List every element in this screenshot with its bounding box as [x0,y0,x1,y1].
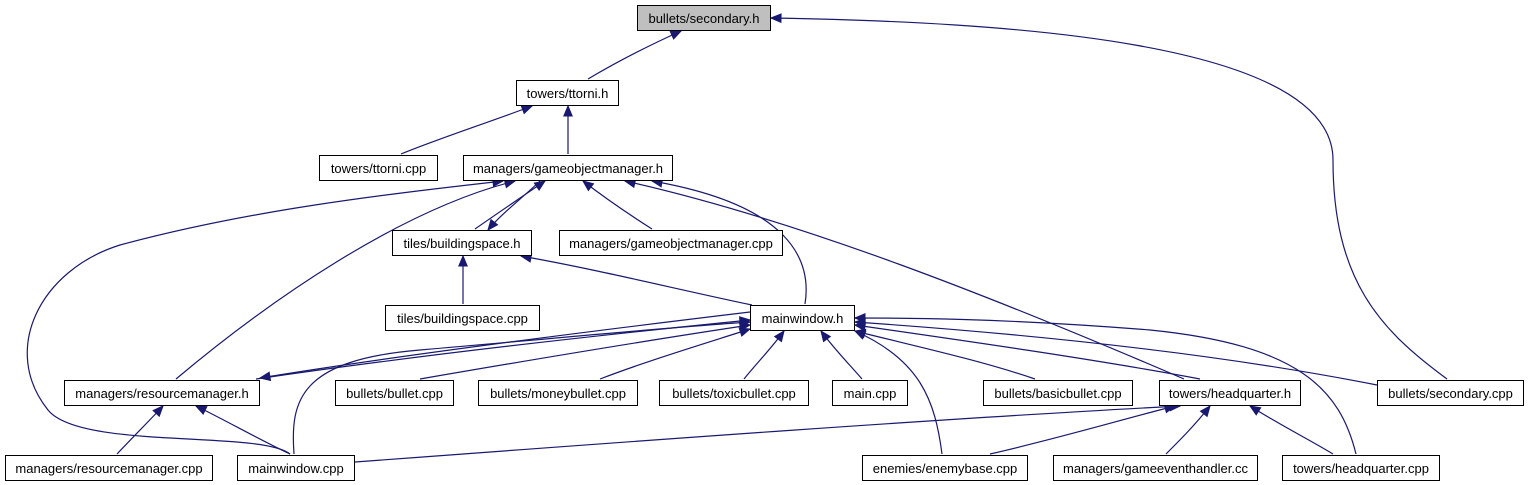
arrowhead-n15-to-n0 [769,13,782,24]
edge-n18-to-n7 [854,330,943,455]
arrowhead-n7-to-n8 [258,371,272,382]
arrowhead-n20-to-n14 [1248,405,1262,416]
graph-node-label: bullets/toxicbullet.cpp [672,385,796,401]
graph-node-label: towers/headquarter.h [1168,385,1292,401]
graph-node-label: towers/ttorni.h [526,85,609,101]
graph-node-label: bullets/secondary.cpp [1388,385,1513,401]
edge-n20-to-n14 [1249,405,1334,455]
graph-node-n12[interactable]: main.cpp [832,380,908,406]
graph-node-n6[interactable]: tiles/buildingspace.cpp [385,305,540,331]
edge-n10-to-n7 [599,328,751,380]
arrowhead-n17-to-n7 [739,317,752,328]
arrowhead-n17-to-n8 [194,405,208,416]
edge-n15-to-n0 [770,17,1448,380]
edge-n1-to-n0 [587,30,682,80]
graph-node-n4[interactable]: tiles/buildingspace.h [392,230,532,256]
graph-node-label: mainwindow.h [761,310,844,326]
graph-node-label: bullets/basicbullet.cpp [994,385,1122,401]
graph-node-n18[interactable]: enemies/enemybase.cpp [862,455,1028,481]
arrowhead-n11-to-n7 [773,329,785,343]
edge-n7-to-n4 [520,255,753,306]
arrowhead-n10-to-n7 [738,327,752,337]
arrowhead-n1-to-n0 [669,30,683,40]
graph-node-n5[interactable]: managers/gameobjectmanager.cpp [559,230,783,256]
graph-node-label: managers/resourcemanager.h [75,385,249,401]
graph-node-n17[interactable]: mainwindow.cpp [237,455,355,481]
graph-node-label: managers/gameobjectmanager.h [472,160,664,176]
graph-node-n3[interactable]: managers/gameobjectmanager.h [463,155,673,181]
graph-node-label: managers/resourcemanager.cpp [15,460,203,476]
edge-n13-to-n7 [854,330,1036,380]
graph-node-n11[interactable]: bullets/toxicbullet.cpp [659,380,809,406]
graph-node-label: bullets/moneybullet.cpp [490,385,626,401]
edge-n4-to-n3 [474,180,546,230]
graph-node-n1[interactable]: towers/ttorni.h [516,80,619,106]
graph-node-n20[interactable]: towers/headquarter.cpp [1282,455,1440,481]
graph-node-n2[interactable]: towers/ttorni.cpp [319,155,438,181]
graph-node-n0: bullets/secondary.h [637,5,771,31]
arrowhead-n4-to-n3 [533,180,547,191]
arrowhead-n16-to-n8 [152,405,164,418]
graph-node-label: bullets/bullet.cpp [346,385,443,401]
arrowhead-n3-to-n4 [487,218,499,232]
arrowhead-n3-to-n1 [563,104,573,117]
edge-n14-to-n3 [624,180,1185,380]
edge-n3-to-n4 [487,180,541,231]
graph-node-label: mainwindow.cpp [248,460,344,476]
edge-n17-to-n14 [354,405,1181,463]
graph-node-n19[interactable]: managers/gameeventhandler.cc [1053,455,1258,481]
edge-n9-to-n7 [419,324,751,380]
edge-n8-to-n3 [175,180,516,380]
graph-node-n8[interactable]: managers/resourcemanager.h [64,380,260,406]
edge-n18-to-n14 [989,405,1176,455]
graph-node-n10[interactable]: bullets/moneybullet.cpp [478,380,638,406]
graph-node-label: tiles/buildingspace.cpp [397,310,528,326]
graph-node-label: managers/gameeventhandler.cc [1062,460,1248,476]
graph-node-n13[interactable]: bullets/basicbullet.cpp [983,380,1133,406]
graph-node-n16[interactable]: managers/resourcemanager.cpp [5,455,213,481]
arrowhead-n2-to-n1 [520,105,534,115]
arrowhead-n18-to-n7 [853,330,867,340]
graph-node-n9[interactable]: bullets/bullet.cpp [335,380,454,406]
arrowhead-n6-to-n4 [458,254,468,267]
edge-layer [26,17,1448,463]
arrowhead-n5-to-n3 [581,180,595,192]
edge-n2-to-n1 [400,105,533,155]
graph-node-label: towers/headquarter.cpp [1293,460,1429,476]
edge-n17-to-n3 [26,180,504,455]
graph-node-label: managers/gameobjectmanager.cpp [569,235,773,251]
graph-node-label: towers/ttorni.cpp [330,160,427,176]
edge-n14-to-n7 [854,324,1201,380]
edge-n5-to-n3 [582,180,653,230]
arrowhead-n20-to-n7 [853,313,866,323]
graph-node-n14[interactable]: towers/headquarter.h [1159,380,1301,406]
arrowhead-n19-to-n14 [1199,404,1211,418]
graph-node-label: main.cpp [843,385,897,401]
edge-n17-to-n8 [195,405,291,455]
edge-n15-to-n7 [854,321,1378,386]
edge-n7-to-n8 [259,311,751,379]
graph-node-n7[interactable]: mainwindow.h [750,305,855,331]
graph-node-n15[interactable]: bullets/secondary.cpp [1377,380,1524,406]
edge-n17-to-n7 [292,321,751,455]
arrowhead-n12-to-n7 [820,329,832,343]
edge-n20-to-n7 [854,317,1357,455]
graph-node-label: enemies/enemybase.cpp [872,460,1018,476]
graph-node-label: bullets/secondary.h [648,10,760,26]
graph-node-label: tiles/buildingspace.h [403,235,521,251]
arrowhead-layer [152,13,1262,418]
